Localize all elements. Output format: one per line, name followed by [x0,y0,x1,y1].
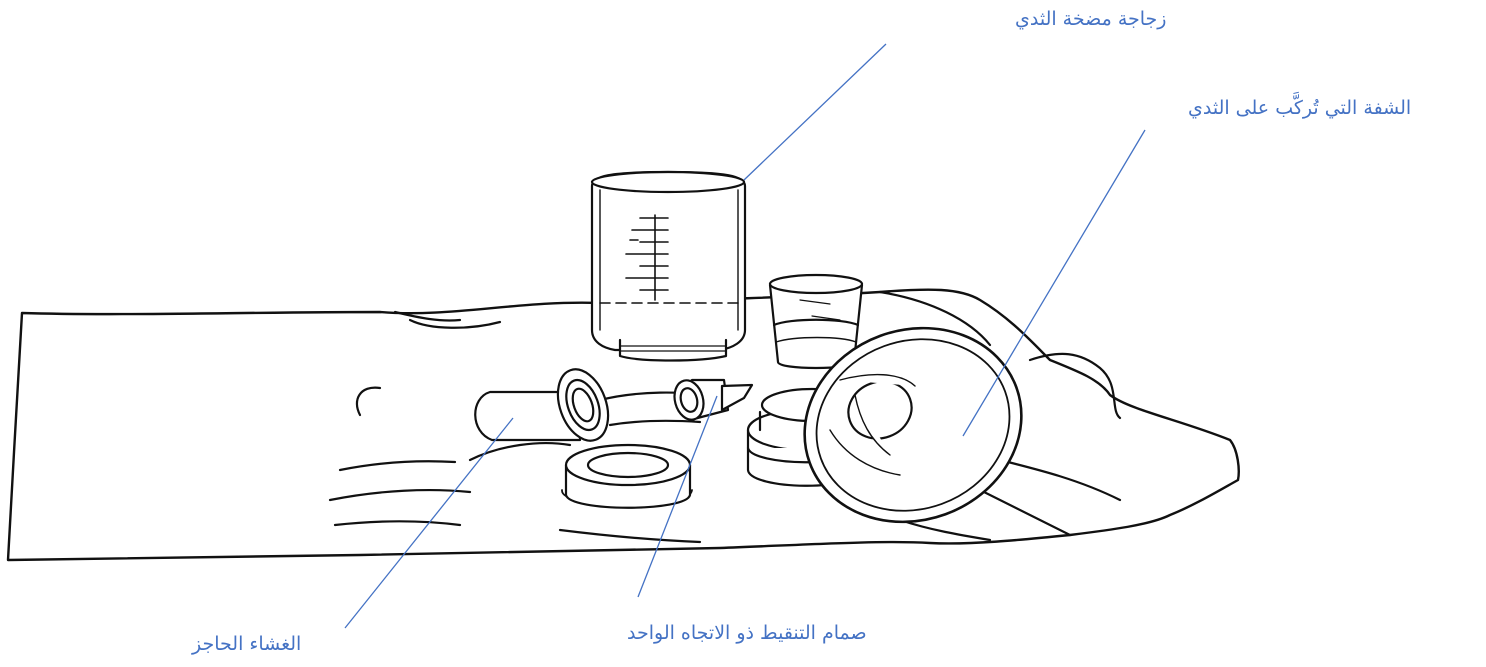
bottle-drawing [592,172,745,361]
ring-cap-drawing [562,445,692,508]
flange-leader-line [963,130,1145,436]
valve-drawing [670,377,752,423]
membrane-label: الغشاء الحاجز [192,633,301,655]
flange-label: الشفة التي تُركَّب على الثدي [1188,97,1411,119]
membrane-connector-drawing [475,362,617,447]
valve-label: صمام التنقيط ذو الاتجاه الواحد [627,622,867,644]
bottle-label: زجاجة مضخة الثدي [1015,8,1166,30]
bottle-leader-line [744,44,886,180]
